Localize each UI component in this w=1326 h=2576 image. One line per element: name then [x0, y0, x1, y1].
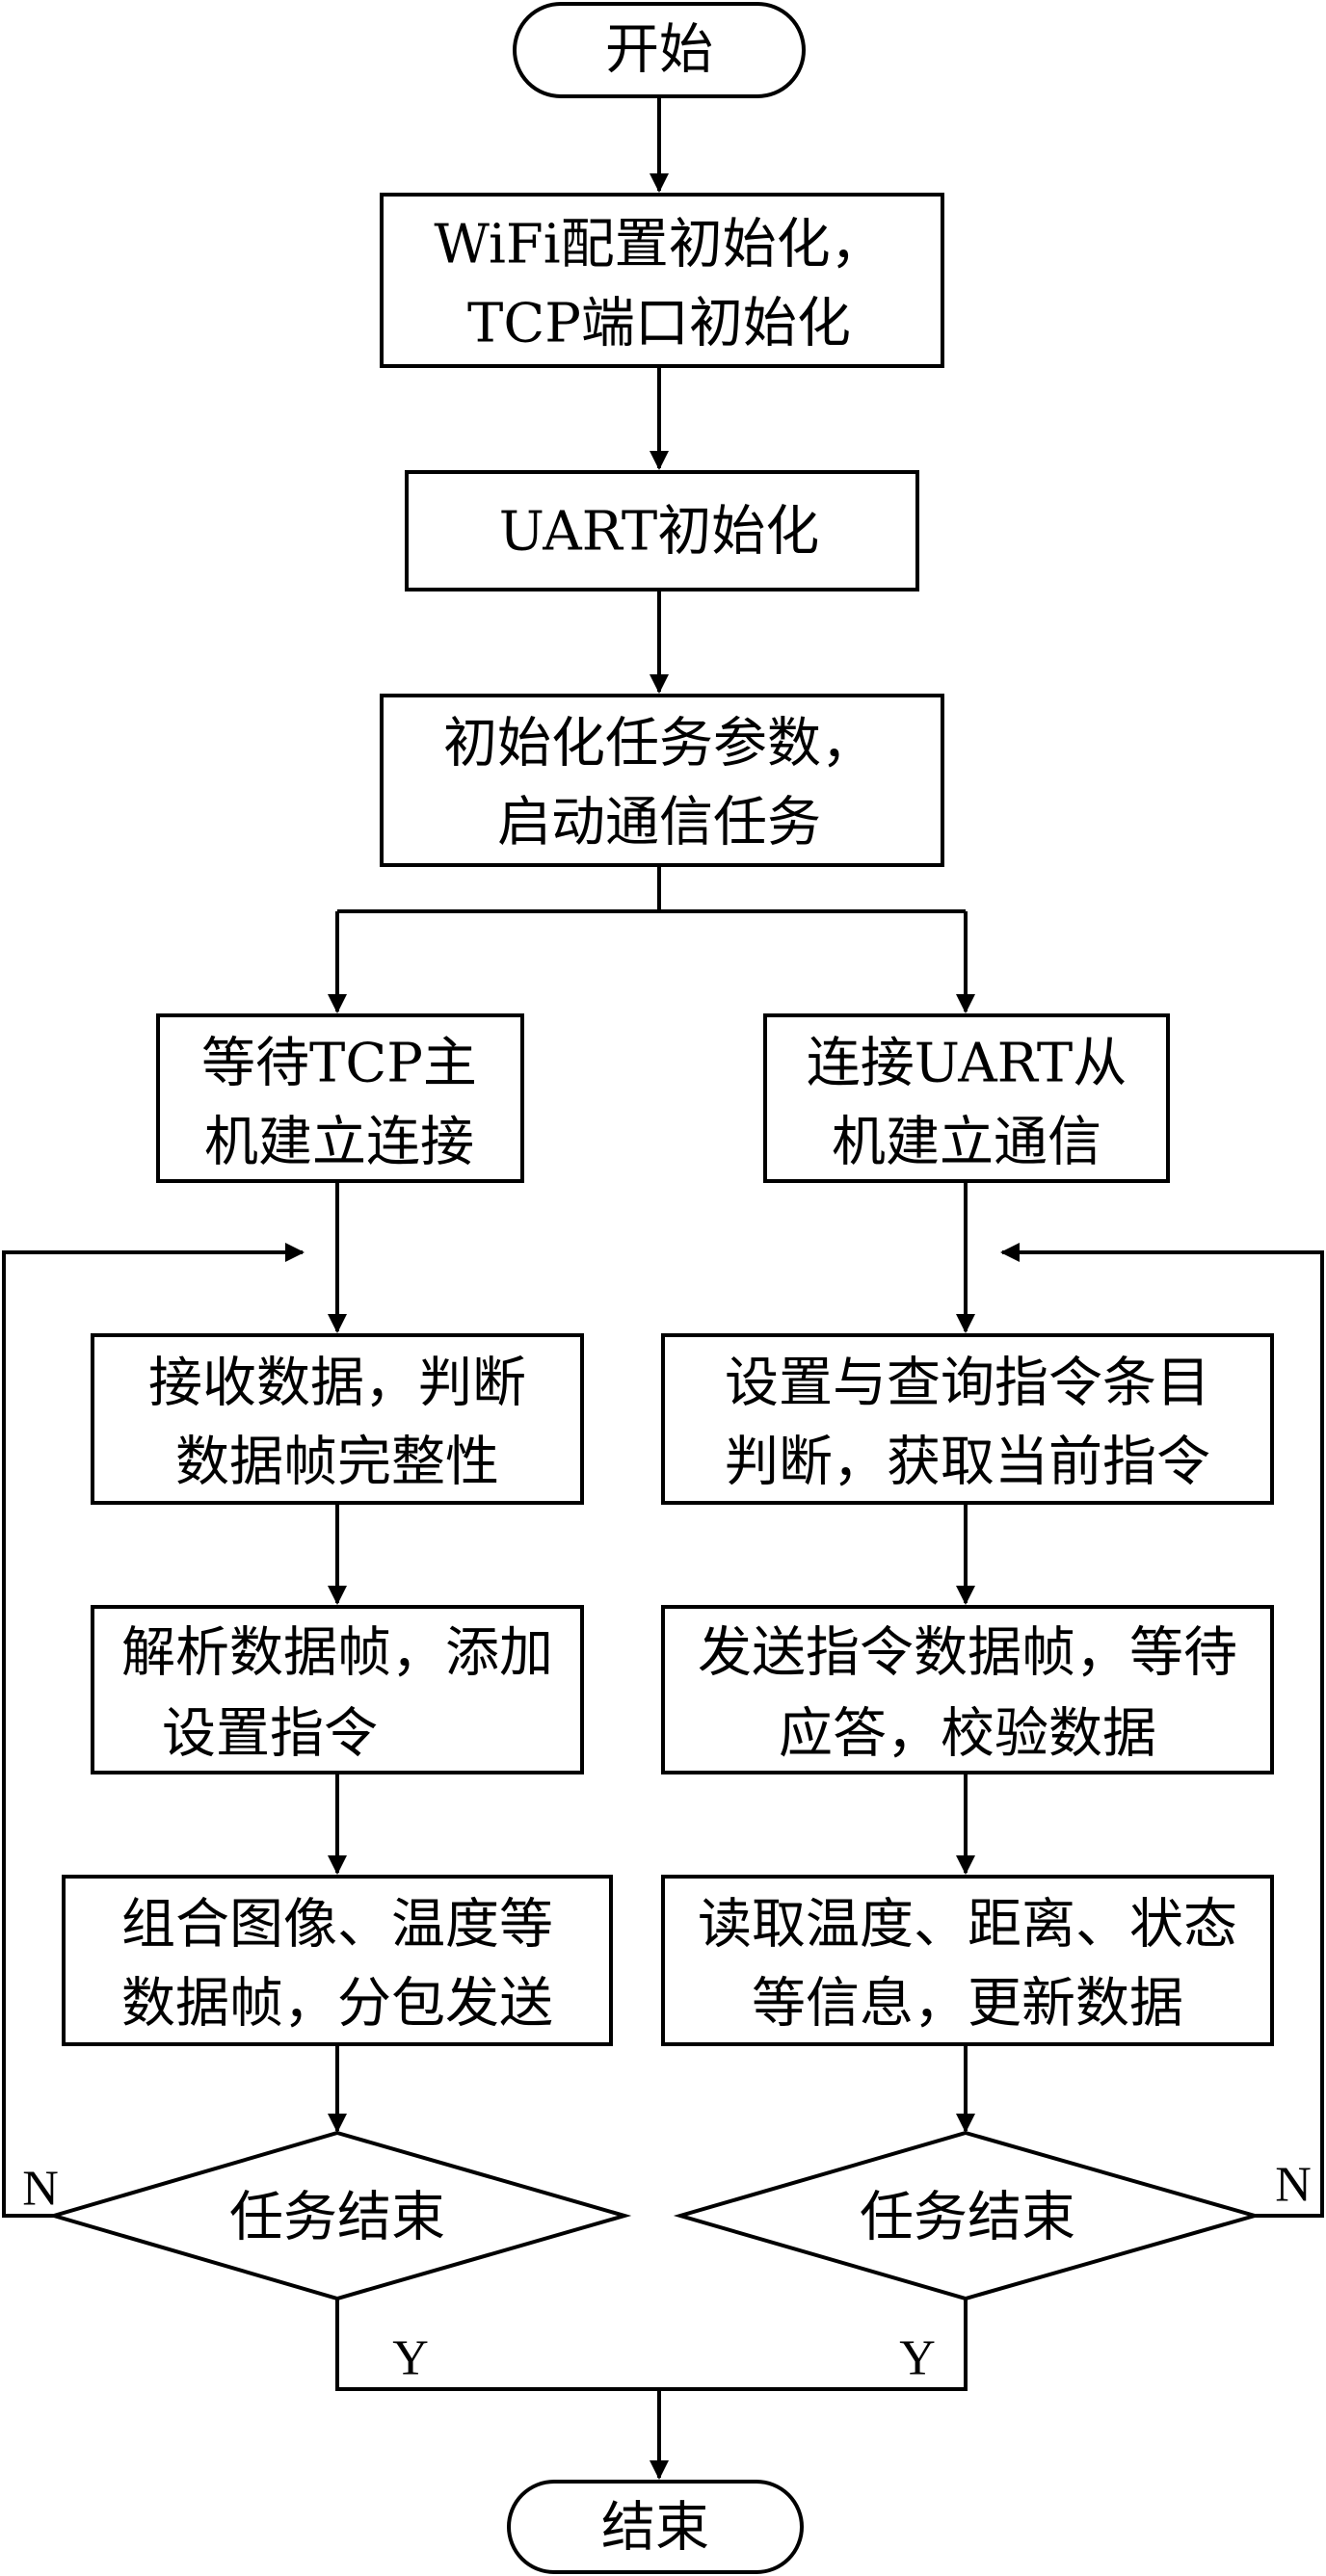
node-combine-frames: 组合图像、温度等 数据帧，分包发送 — [62, 1875, 613, 2046]
node-send-frame: 发送指令数据帧，等待 应答，校验数据 — [661, 1605, 1274, 1774]
node-parse-frame: 解析数据帧，添加 设置指令 — [91, 1605, 584, 1774]
edge-loop-right-no — [1000, 1243, 1324, 2218]
svg-text:应答，校验数据: 应答，校验数据 — [779, 1703, 1156, 1766]
svg-text:解析数据帧，添加: 解析数据帧，添加 — [121, 1622, 553, 1685]
svg-text:发送指令数据帧，等待: 发送指令数据帧，等待 — [698, 1622, 1237, 1685]
node-connect-uart: 连接UART从 机建立通信 — [763, 1013, 1170, 1183]
svg-text:TCP端口初始化: TCP端口初始化 — [467, 293, 851, 355]
node-read-info: 读取温度、距离、状态 等信息，更新数据 — [661, 1875, 1274, 2046]
decision-left: 任务结束 — [46, 2130, 632, 2301]
svg-text:数据帧，分包发送: 数据帧，分包发送 — [121, 1973, 553, 2036]
edge-loop-left-no — [2, 1243, 305, 2218]
svg-text:机建立通信: 机建立通信 — [832, 1112, 1101, 1174]
label-right-no: N — [1275, 2158, 1312, 2213]
svg-text:设置指令: 设置指令 — [162, 1703, 378, 1766]
svg-text:结束: 结束 — [601, 2497, 709, 2560]
node-wait-tcp: 等待TCP主 机建立连接 — [156, 1013, 524, 1183]
svg-text:判断，获取当前指令: 判断，获取当前指令 — [725, 1432, 1210, 1494]
svg-text:任务结束: 任务结束 — [229, 2187, 445, 2249]
node-end: 结束 — [507, 2480, 804, 2574]
svg-text:WiFi配置初始化，: WiFi配置初始化， — [434, 214, 884, 276]
svg-text:等信息，更新数据: 等信息，更新数据 — [752, 1973, 1183, 2036]
svg-text:设置与查询指令条目: 设置与查询指令条目 — [725, 1353, 1210, 1415]
node-init-uart: UART初始化 — [405, 470, 919, 591]
label-left-yes: Y — [392, 2331, 429, 2386]
svg-text:组合图像、温度等: 组合图像、温度等 — [121, 1894, 553, 1957]
decision-right: 任务结束 — [673, 2130, 1262, 2301]
svg-text:启动通信任务: 启动通信任务 — [497, 792, 821, 854]
svg-text:UART初始化: UART初始化 — [499, 501, 819, 564]
svg-text:连接UART从: 连接UART从 — [807, 1033, 1127, 1095]
svg-text:接收数据，判断: 接收数据，判断 — [148, 1353, 526, 1415]
svg-text:读取温度、距离、状态: 读取温度、距离、状态 — [698, 1894, 1237, 1957]
svg-text:任务结束: 任务结束 — [860, 2187, 1075, 2249]
edge-decision-left-yes — [335, 2299, 968, 2391]
node-setup-query: 设置与查询指令条目 判断，获取当前指令 — [661, 1333, 1274, 1505]
label-right-yes: Y — [899, 2331, 936, 2386]
svg-text:开始: 开始 — [605, 19, 713, 82]
svg-text:数据帧完整性: 数据帧完整性 — [175, 1432, 499, 1494]
label-left-no: N — [22, 2162, 59, 2217]
node-init-task: 初始化任务参数， 启动通信任务 — [380, 694, 944, 867]
edge-task-split — [337, 865, 966, 913]
node-start: 开始 — [513, 2, 806, 98]
node-init-wifi: WiFi配置初始化， TCP端口初始化 — [380, 193, 944, 368]
svg-text:机建立连接: 机建立连接 — [204, 1112, 474, 1174]
svg-text:等待TCP主: 等待TCP主 — [201, 1033, 477, 1095]
svg-text:初始化任务参数，: 初始化任务参数， — [443, 713, 875, 775]
connectors — [2, 96, 1324, 2480]
node-receive-data: 接收数据，判断 数据帧完整性 — [91, 1333, 584, 1505]
